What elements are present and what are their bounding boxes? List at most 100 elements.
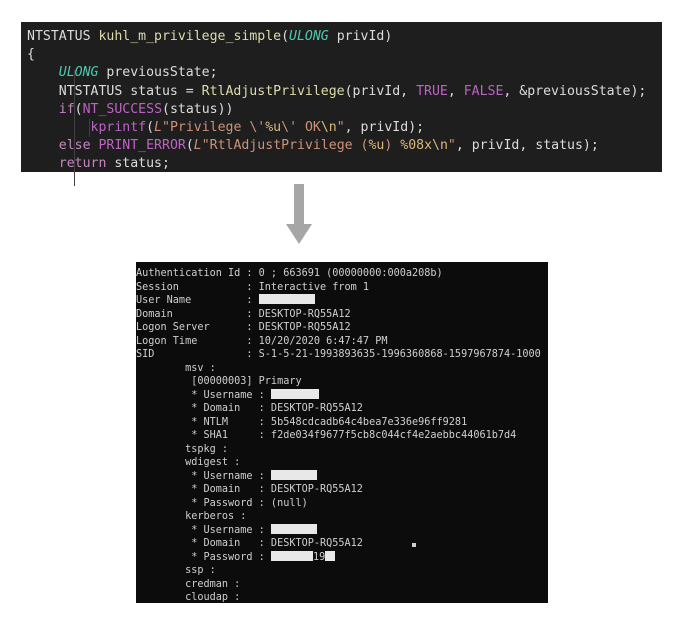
terminal-output-panel: Authentication Id : 0 ; 663691 (00000000… — [136, 262, 548, 603]
terminal-line-text: wdigest : — [136, 457, 241, 468]
terminal-line: * SHA1 : f2de034f9677f5cb8c044cf4e2aebbc… — [136, 429, 548, 443]
terminal-line-text: Logon Server : DESKTOP-RQ55A12 — [136, 322, 351, 333]
code-token: previousState; — [98, 65, 218, 81]
terminal-line-text: msv : — [136, 362, 216, 374]
terminal-line: * Password : (null) — [136, 497, 548, 511]
terminal-line: [00000003] Primary — [136, 375, 548, 389]
code-token: L — [193, 138, 202, 154]
terminal-line: * Domain : DESKTOP-RQ55A12 — [136, 483, 548, 497]
code-token: PRINT_ERROR — [98, 138, 186, 154]
terminal-line-text: kerberos : — [136, 511, 247, 522]
code-token: \' OK — [281, 119, 321, 135]
terminal-line: cloudap : — [136, 591, 548, 603]
code-token — [27, 156, 59, 171]
terminal-line: ssp : — [136, 564, 548, 578]
code-line: { — [27, 46, 662, 64]
terminal-line: credman : — [136, 578, 548, 592]
code-token: ( — [74, 101, 83, 117]
code-token: , privId, status); — [455, 138, 599, 154]
code-token — [27, 65, 59, 80]
code-token: kuhl_m_privilege_simple — [98, 29, 282, 44]
code-token: NTSTATUS — [27, 29, 99, 44]
code-token: %08x — [400, 138, 433, 154]
terminal-line-text: * Domain : DESKTOP-RQ55A12 — [136, 484, 363, 495]
code-token: return — [58, 156, 107, 172]
redacted-block — [270, 388, 319, 399]
code-token: FALSE — [463, 83, 504, 99]
terminal-line-text: ssp : — [136, 565, 216, 576]
code-token: (status)) — [162, 101, 234, 117]
code-line: return status; — [27, 155, 662, 173]
code-token: ( — [185, 138, 194, 154]
code-line: ULONG previousState; — [27, 64, 662, 82]
redacted-block — [325, 550, 336, 561]
code-token: ULONG — [289, 29, 329, 44]
terminal-line: Authentication Id : 0 ; 663691 (00000000… — [136, 267, 548, 281]
code-token: "Privilege \' — [162, 119, 266, 135]
down-arrow-icon — [286, 184, 312, 244]
terminal-line-text: Domain : DESKTOP-RQ55A12 — [136, 308, 351, 320]
terminal-line-text: * SHA1 : f2de034f9677f5cb8c044cf4e2aebbc… — [136, 430, 517, 441]
code-line: NTSTATUS kuhl_m_privilege_simple(ULONG p… — [27, 28, 662, 46]
code-line: else PRINT_ERROR(L"RtlAdjustPrivilege (%… — [27, 137, 662, 155]
code-token: \n — [320, 119, 337, 135]
terminal-line-text: Logon Time : 10/20/2020 6:47:47 PM — [136, 335, 388, 347]
code-token — [27, 138, 59, 153]
redacted-block — [270, 523, 317, 534]
indent-guide — [74, 70, 75, 186]
code-token: L — [154, 119, 163, 135]
code-token: "RtlAdjustPrivilege ( — [201, 138, 369, 154]
code-token: NTSTATUS status = — [27, 83, 202, 99]
terminal-line: Domain : DESKTOP-RQ55A12 — [136, 308, 548, 322]
terminal-line: * Domain : DESKTOP-RQ55A12 — [136, 402, 548, 416]
code-token: else — [58, 138, 91, 154]
code-token: kprintf — [90, 119, 147, 135]
terminal-line-text: [00000003] Primary — [136, 376, 302, 387]
code-editor-panel: NTSTATUS kuhl_m_privilege_simple(ULONG p… — [21, 22, 662, 186]
terminal-line: wdigest : — [136, 456, 548, 470]
code-token: \n — [432, 138, 448, 154]
code-token: if — [58, 101, 75, 117]
redacted-block — [258, 294, 315, 304]
code-token: TRUE — [416, 83, 448, 99]
code-token: ( — [146, 119, 155, 135]
code-token: " — [447, 138, 456, 154]
terminal-line-text: * NTLM : 5b548cdcadb64c4bea7e336e96ff928… — [136, 416, 468, 428]
terminal-line-text: SID : S-1-5-21-1993893635-1996360868-159… — [136, 349, 541, 360]
code-token: ( — [281, 29, 290, 44]
terminal-line: * Domain : DESKTOP-RQ55A12 — [136, 537, 548, 551]
terminal-line-text: Authentication Id : 0 ; 663691 (00000000… — [136, 268, 443, 279]
code-token: ULONG — [58, 65, 99, 81]
terminal-line: tspkg : — [136, 443, 548, 457]
terminal-line-text: * Password : (null) — [136, 497, 308, 509]
code-token: " — [336, 119, 345, 135]
redacted-block — [270, 469, 317, 480]
terminal-line: * Password : 19 — [136, 550, 548, 565]
terminal-line: kerberos : — [136, 510, 548, 524]
code-token: { — [27, 47, 35, 63]
terminal-line-text: * Domain : DESKTOP-RQ55A12 — [136, 538, 363, 549]
terminal-line-text: Session : Interactive from 1 — [136, 281, 370, 293]
terminal-line: SID : S-1-5-21-1993893635-1996360868-159… — [136, 348, 548, 362]
terminal-line-text: User Name : — [136, 295, 259, 306]
code-token: , &previousState); — [503, 83, 647, 99]
terminal-line: * Username : — [136, 469, 548, 484]
code-line: if(NT_SUCCESS(status)) — [27, 101, 662, 119]
terminal-line: * Username : — [136, 388, 548, 403]
code-token: %u — [265, 119, 282, 135]
terminal-line-text: * Username : — [136, 470, 271, 482]
terminal-line-text: tspkg : — [136, 443, 229, 455]
terminal-line: Logon Server : DESKTOP-RQ55A12 — [136, 321, 548, 335]
terminal-line-text: * Password : — [136, 551, 271, 563]
redacted-block — [270, 550, 313, 561]
terminal-line: User Name : — [136, 294, 548, 308]
terminal-line-text: cloudap : — [136, 592, 241, 603]
code-token — [27, 102, 59, 117]
code-line: kprintf(L"Privilege \'%u\' OK\n", privId… — [27, 119, 662, 137]
code-token — [27, 120, 91, 135]
terminal-line: Logon Time : 10/20/2020 6:47:47 PM — [136, 335, 548, 349]
code-token: , privId); — [344, 119, 425, 135]
terminal-line-suffix: 19 — [312, 551, 326, 563]
code-token: RtlAdjustPrivilege — [201, 83, 345, 99]
terminal-line-text: credman : — [136, 578, 241, 590]
